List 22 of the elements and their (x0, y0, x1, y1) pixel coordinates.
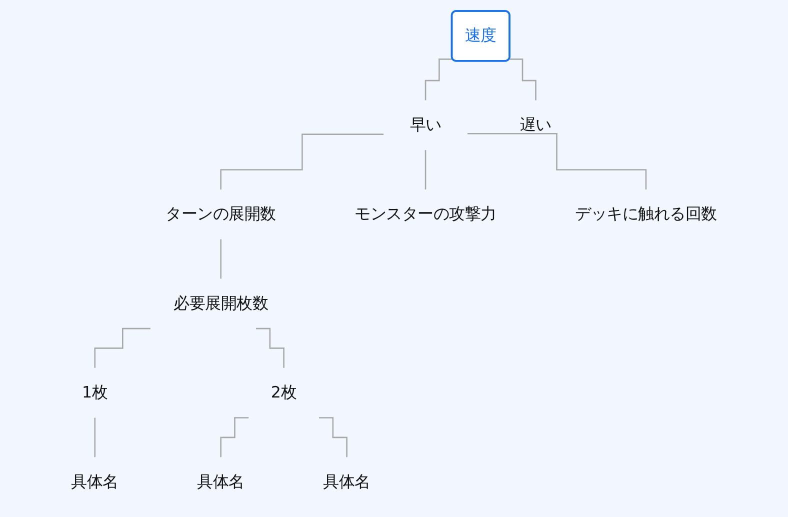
node-text: 1枚 (82, 383, 108, 402)
node-text: デッキに触れる回数 (575, 204, 717, 224)
node-text: 2枚 (270, 383, 297, 402)
connector (94, 327, 150, 368)
connector (94, 416, 96, 458)
connector (318, 416, 348, 458)
node-text: 早い (410, 115, 442, 134)
connector (220, 416, 249, 458)
node-text: 具体名 (71, 472, 118, 491)
connector (509, 58, 536, 100)
connector (424, 58, 453, 100)
connector (467, 132, 647, 190)
node-text: 具体名 (323, 472, 370, 491)
node-text: 具体名 (197, 472, 244, 491)
node-text: 遅い (520, 115, 552, 134)
connector (256, 327, 284, 368)
node-text: 必要展開枚数 (174, 294, 268, 312)
connector (220, 238, 222, 279)
node-text: モンスターの攻撃力 (354, 204, 496, 224)
node-text: ターンの展開数 (166, 204, 276, 224)
connector (220, 133, 384, 190)
connector (424, 148, 426, 190)
